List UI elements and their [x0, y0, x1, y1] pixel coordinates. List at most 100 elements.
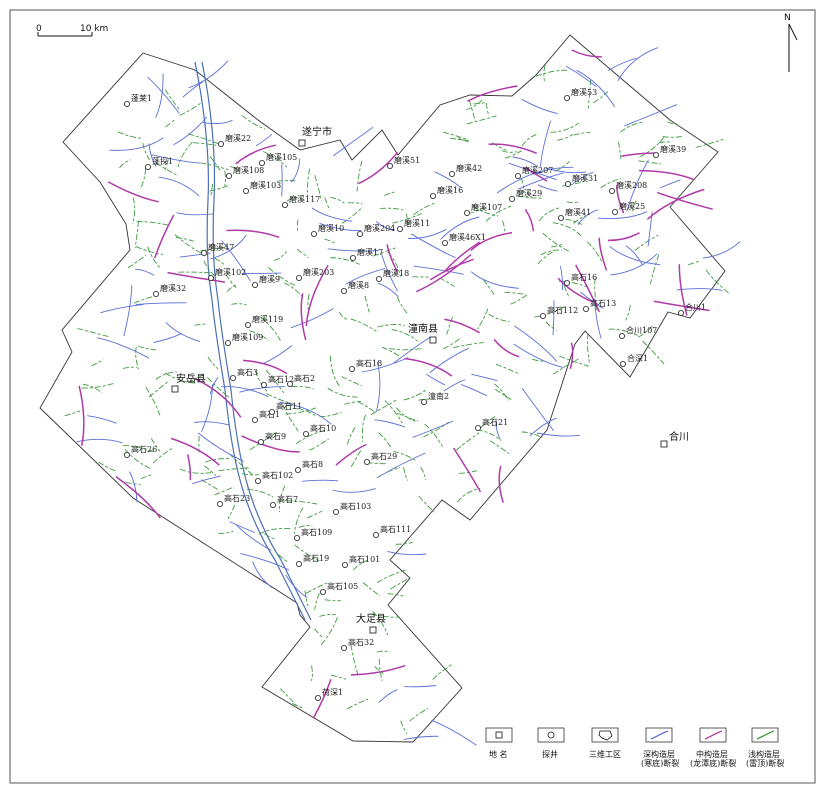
shallow-fault: [241, 114, 266, 130]
well-symbol-icon: [583, 305, 590, 312]
deep-fault: [576, 69, 615, 108]
deep-fault: [460, 383, 488, 397]
deep-fault: [607, 58, 637, 71]
shallow-fault: [396, 407, 416, 422]
well-label: 高石29: [371, 451, 397, 461]
deep-fault: [375, 361, 381, 413]
mid-fault: [386, 244, 399, 273]
shallow-fault: [279, 688, 300, 709]
legend-item-mid: 中构造层 (龙潭底)断裂: [690, 727, 736, 768]
well-label: 高石12: [268, 374, 294, 384]
mid-fault: [571, 49, 602, 58]
deep-fault: [580, 291, 604, 309]
shallow-fault: [134, 220, 139, 248]
well-label: 磨溪32: [160, 283, 186, 293]
shallow-fault: [200, 162, 229, 171]
shallow-fault: [148, 379, 170, 398]
shallow-fault: [439, 277, 455, 287]
shallow-fault: [378, 432, 392, 449]
place-marker: [298, 139, 306, 147]
well-label: 磨溪47: [208, 242, 234, 252]
shallow-fault: [319, 614, 336, 617]
well-symbol-icon: [124, 101, 131, 108]
well-label: 磨溪8: [348, 280, 369, 290]
well-marker: 高石12: [260, 374, 294, 388]
mid-fault: [415, 253, 472, 293]
shallow-fault: [573, 132, 591, 136]
shallow-fault: [545, 321, 557, 331]
deep-fault: [263, 345, 293, 364]
mid-fault: [607, 231, 640, 242]
well-label: 磨溪41: [565, 207, 591, 217]
well-symbol-icon: [124, 451, 131, 458]
city-label: 遂宁市: [302, 125, 332, 138]
shallow-fault: [563, 285, 571, 299]
shallow-fault: [135, 246, 164, 255]
well-label: 高石3: [237, 367, 258, 377]
deep-fault: [552, 300, 555, 336]
shallow-fault: [639, 135, 666, 158]
well-marker: 磨溪53: [564, 87, 597, 102]
shallow-fault: [140, 473, 154, 480]
deep-fault: [327, 248, 379, 252]
shallow-fault: [305, 582, 328, 594]
city-tongnan: 潼南县: [408, 322, 438, 344]
deep-fault: [381, 253, 398, 292]
shallow-fault: [91, 359, 104, 367]
shallow-fault: [276, 180, 296, 182]
legend-item-well: 探井: [537, 727, 565, 759]
well-symbol-icon: [448, 170, 455, 177]
well-symbol-icon: [225, 172, 232, 179]
deep-fault: [221, 386, 269, 398]
deep-fault: [374, 419, 406, 428]
well-marker: 磨溪119: [244, 314, 283, 328]
shallow-fault: [600, 178, 621, 189]
well-symbol-icon: [200, 249, 207, 256]
deep-fault: [155, 73, 164, 118]
survey-area-icon: [598, 730, 613, 741]
shallow-fault: [179, 468, 212, 474]
deep-fault: [147, 76, 180, 114]
deep-fault: [123, 285, 133, 337]
well-symbol-icon: [293, 535, 300, 542]
shallow-fault: [649, 254, 660, 285]
deep-fault: [431, 719, 477, 746]
deep-fault: [508, 162, 557, 181]
shallow-fault: [380, 207, 404, 211]
well-symbol-icon: [269, 501, 276, 508]
shallow-fault: [225, 274, 237, 289]
shallow-fault: [310, 665, 313, 681]
well-symbol-icon: [653, 151, 660, 158]
deep-fault-icon: [650, 730, 669, 740]
mid-fault: [452, 447, 482, 493]
mid-fault-icon: [704, 730, 723, 740]
shallow-fault: [551, 243, 564, 248]
well-label: 磨溪102: [215, 267, 246, 277]
well-marker: 磨溪16: [429, 185, 463, 199]
mid-fault: [557, 277, 594, 303]
shallow-fault: [362, 582, 381, 596]
shallow-fault: [347, 202, 363, 205]
shallow-fault: [377, 324, 405, 328]
deep-fault: [153, 333, 181, 343]
city-label: 安岳县: [176, 372, 206, 385]
well-marker: 磨溪8: [340, 280, 369, 294]
shallow-fault: [341, 376, 362, 387]
shallow-fault: [286, 500, 318, 505]
shallow-fault: [209, 185, 229, 192]
deep-fault: [512, 156, 539, 168]
well-symbol-icon: [229, 374, 236, 381]
river-bank: [201, 61, 312, 621]
mid-fault: [467, 85, 518, 102]
shallow-fault: [642, 340, 665, 365]
shallow-fault: [446, 316, 453, 335]
shallow-fault: [350, 318, 377, 332]
mid-fault: [525, 167, 548, 182]
well-marker: 高石32: [340, 637, 374, 652]
city-suining: 遂宁市: [298, 125, 332, 147]
shallow-fault: [210, 184, 214, 196]
well-symbol-icon: [152, 290, 159, 297]
well-label: 高石7: [277, 494, 298, 504]
shallow-fault: [209, 156, 221, 171]
well-marker: 磨溪102: [207, 267, 246, 281]
